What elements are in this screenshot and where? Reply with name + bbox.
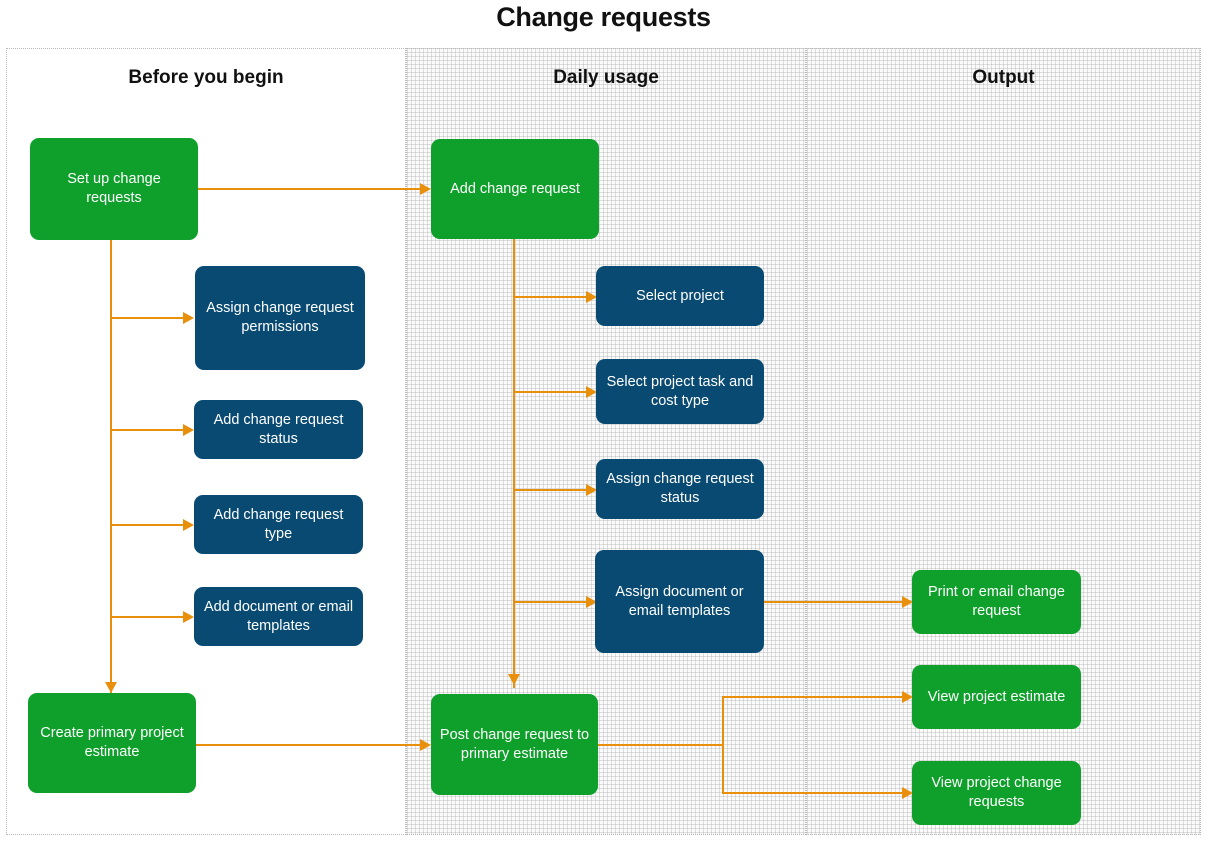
swimlane-output: Output: [806, 48, 1201, 835]
connector-setup-trunk: [110, 240, 112, 698]
arrowhead-select-task-cost-type: [586, 386, 597, 398]
arrowhead-view-project-change-requests: [902, 787, 913, 799]
node-select-project-task-and-cost-type[interactable]: Select project task and cost type: [596, 359, 764, 424]
arrowhead-add-doc-email-templates: [183, 611, 194, 623]
connector-assign-templates-to-print-email: [763, 601, 902, 603]
node-view-project-change-requests[interactable]: View project change requests: [912, 761, 1081, 825]
connector-create-estimate-to-post-cr: [196, 744, 420, 746]
node-create-primary-project-estimate[interactable]: Create primary project estimate: [28, 693, 196, 793]
connector-setup-to-add-change-request: [198, 188, 420, 190]
node-add-document-or-email-templates[interactable]: Add document or email templates: [194, 587, 363, 646]
node-add-change-request-type[interactable]: Add change request type: [194, 495, 363, 554]
connector-post-cr-to-view-estimate: [722, 696, 902, 698]
node-select-project[interactable]: Select project: [596, 266, 764, 326]
node-print-or-email-change-request[interactable]: Print or email change request: [912, 570, 1081, 634]
connector-add-cr-to-select-task-cost-type: [513, 391, 586, 393]
arrowhead-setup-to-create-primary-estimate: [105, 682, 117, 693]
arrowhead-assign-cr-permissions: [183, 312, 194, 324]
swimlane-title-daily-usage: Daily usage: [553, 67, 659, 88]
node-assign-change-request-status[interactable]: Assign change request status: [596, 459, 764, 519]
connector-post-cr-to-view-change-requests: [722, 792, 902, 794]
connector-add-cr-to-select-project: [513, 296, 586, 298]
page-title: Change requests: [496, 2, 711, 32]
arrowhead-create-estimate-to-post-cr: [420, 739, 431, 751]
arrowhead-add-cr-type: [183, 519, 194, 531]
node-assign-document-or-email-templates[interactable]: Assign document or email templates: [595, 550, 764, 653]
arrowhead-setup-to-add-change-request: [420, 183, 431, 195]
connector-setup-to-add-cr-type: [110, 524, 183, 526]
connector-post-cr-stem: [598, 744, 724, 746]
node-add-change-request[interactable]: Add change request: [431, 139, 599, 239]
node-set-up-change-requests[interactable]: Set up change requests: [30, 138, 198, 240]
arrowhead-assign-doc-email-templates: [586, 596, 597, 608]
connector-setup-to-assign-cr-permissions: [110, 317, 183, 319]
connector-add-cr-to-assign-cr-status: [513, 489, 586, 491]
node-assign-change-request-permissions[interactable]: Assign change request permissions: [195, 266, 365, 370]
node-post-change-request-to-primary-estimate[interactable]: Post change request to primary estimate: [431, 694, 598, 795]
arrowhead-assign-cr-status: [586, 484, 597, 496]
node-add-change-request-status[interactable]: Add change request status: [194, 400, 363, 459]
connector-setup-to-add-doc-email-templates: [110, 616, 183, 618]
swimlane-title-output: Output: [972, 67, 1035, 88]
connector-post-cr-split-trunk: [722, 696, 724, 794]
connector-setup-to-add-cr-status: [110, 429, 183, 431]
arrowhead-add-cr-status: [183, 424, 194, 436]
connector-add-cr-to-assign-doc-email-templates: [513, 601, 586, 603]
node-view-project-estimate[interactable]: View project estimate: [912, 665, 1081, 729]
arrowhead-print-email-cr: [902, 596, 913, 608]
arrowhead-select-project: [586, 291, 597, 303]
connector-add-cr-trunk: [513, 238, 515, 688]
arrowhead-view-project-estimate: [902, 691, 913, 703]
arrowhead-add-cr-to-post-cr: [508, 674, 520, 685]
swimlane-title-before-you-begin: Before you begin: [128, 67, 284, 88]
